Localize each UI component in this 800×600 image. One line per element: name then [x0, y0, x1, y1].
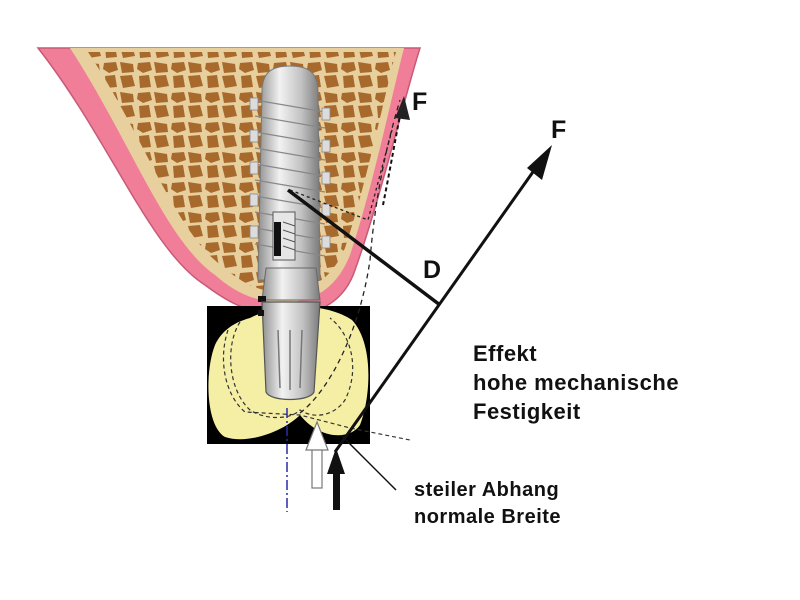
lever-arm — [286, 188, 442, 307]
annotation-pointer — [341, 435, 397, 491]
main-force-arrowhead — [527, 145, 552, 180]
crown-outline-dashed — [230, 317, 354, 419]
implant — [249, 65, 331, 401]
outline-load-arrow — [305, 420, 329, 489]
slope-line-2: normale Breite — [414, 506, 561, 528]
crown-outline-dashed-2 — [222, 329, 411, 441]
main-force-vector — [333, 161, 542, 453]
force-path-dotted-2 — [299, 99, 401, 414]
upper-force-label: F — [412, 88, 427, 116]
solid-load-arrow — [327, 448, 345, 510]
effect-line-3: Festigkeit — [473, 399, 581, 424]
lever-label: D — [423, 256, 441, 284]
effect-line-1: Effekt — [473, 341, 537, 366]
main-force-label: F — [551, 116, 566, 144]
slope-line-1: steiler Abhang — [414, 479, 559, 501]
effect-line-2: hohe mechanische — [473, 370, 679, 395]
upper-force-arrowhead — [395, 96, 410, 120]
